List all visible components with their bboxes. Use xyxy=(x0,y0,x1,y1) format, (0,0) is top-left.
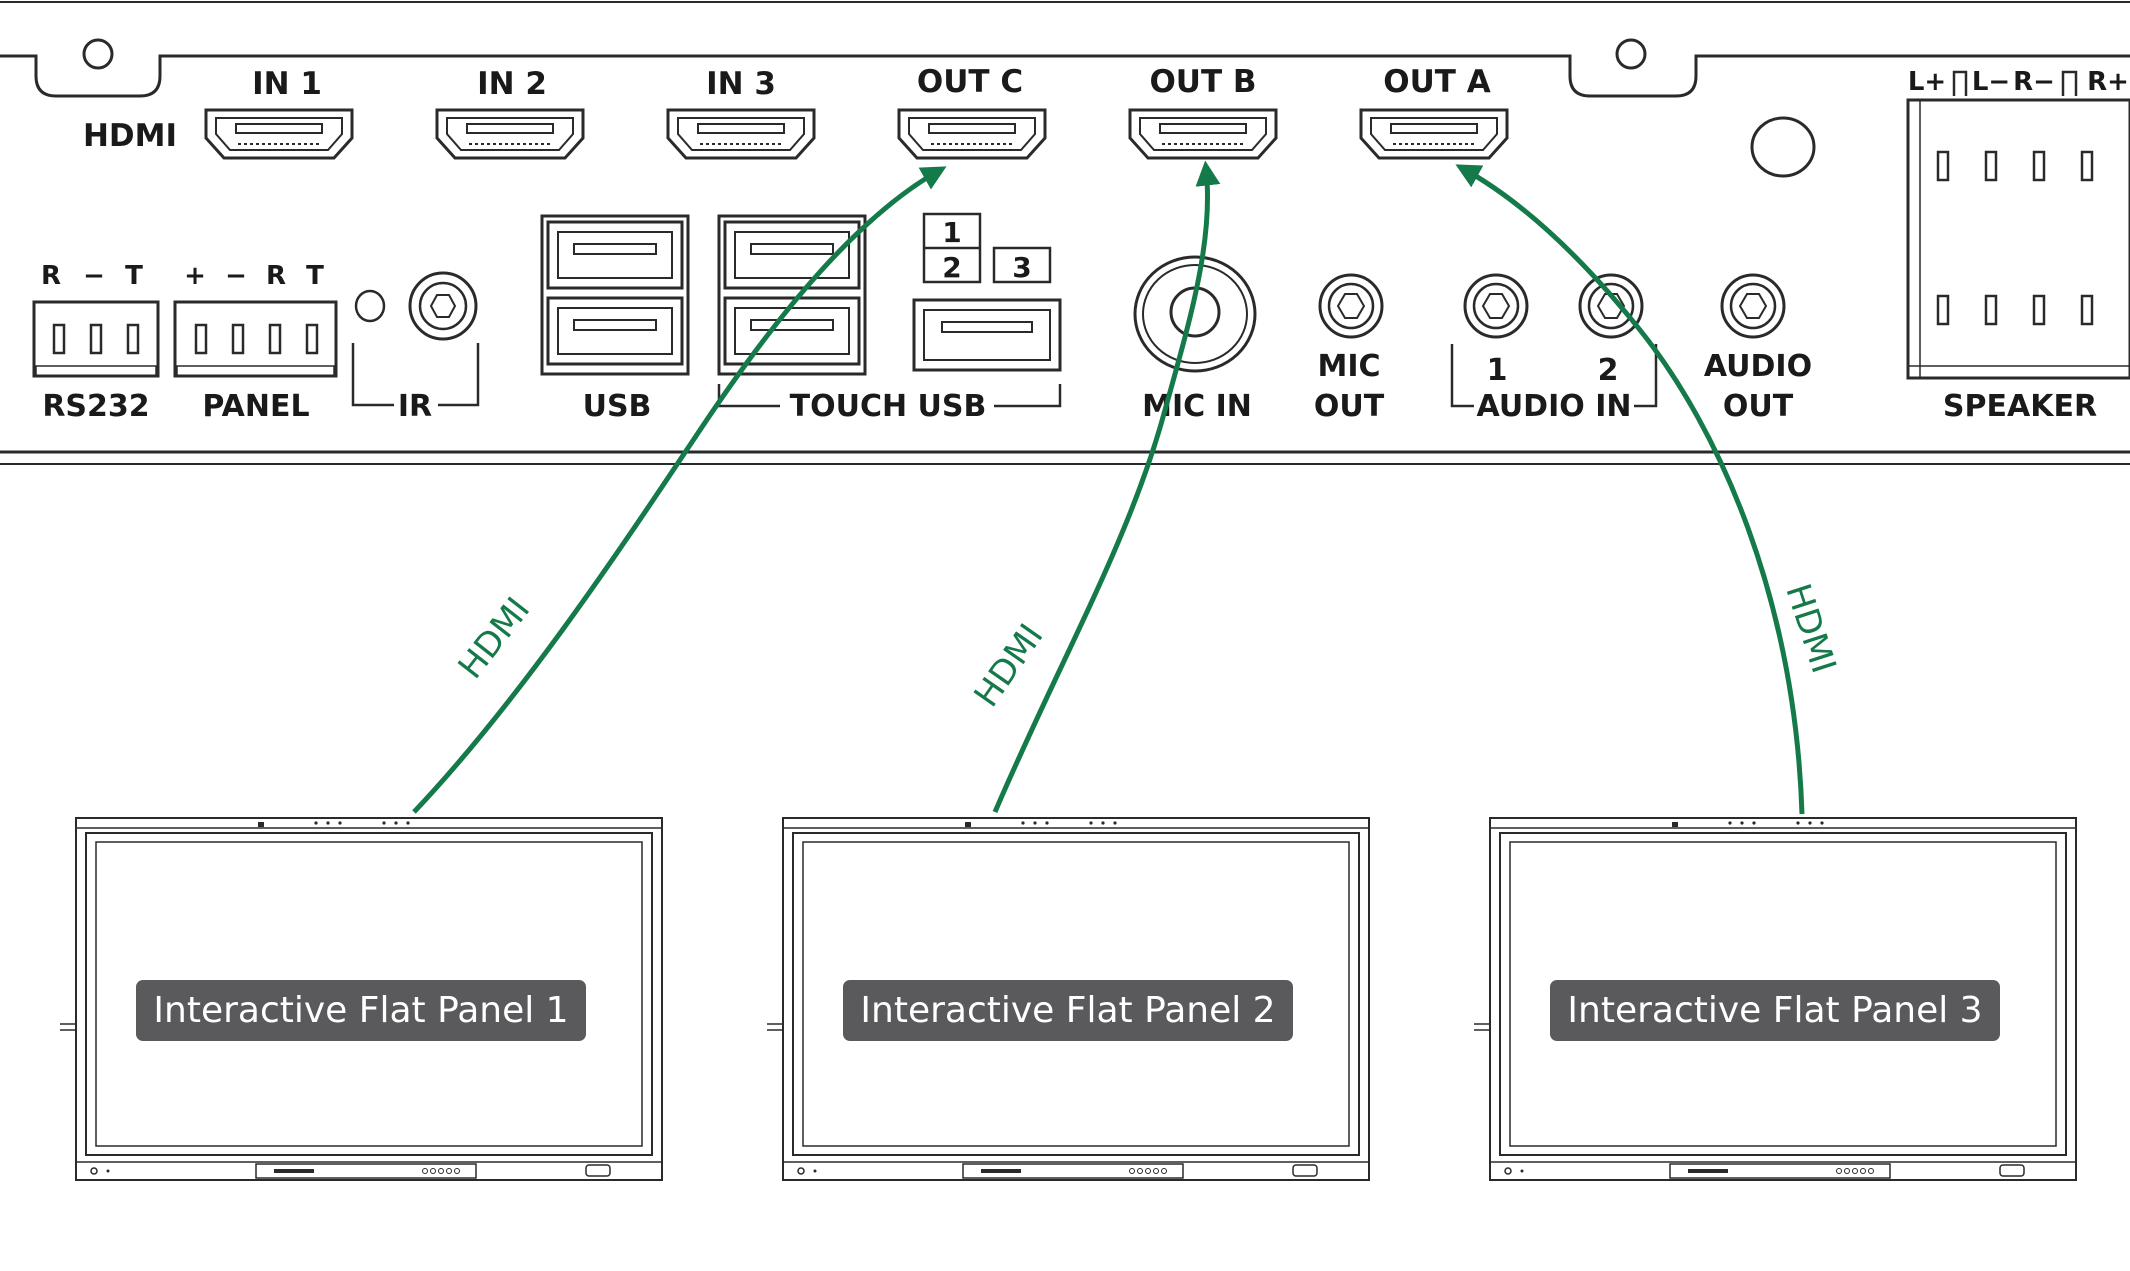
interactive-flat-panel-3: Interactive Flat Panel 3 xyxy=(1473,817,2077,1181)
audio-in-number: 2 xyxy=(1598,353,1619,388)
hdmi-port-label: IN 2 xyxy=(477,66,547,102)
touch-usb-ports[interactable]: 1 2 3 TOUCH USB xyxy=(717,212,1062,424)
hdmi-cable-label: HDMI xyxy=(966,617,1051,715)
mounting-screw-hole xyxy=(82,38,114,70)
rs232-pin-label: R xyxy=(41,261,61,291)
rs232-label: RS232 xyxy=(42,389,149,424)
touch-usb-port-number: 3 xyxy=(1012,251,1031,284)
audio-in-number: 1 xyxy=(1487,353,1508,388)
speaker-pin-label: L+ xyxy=(1908,67,1946,97)
rs232-pin-label: T xyxy=(125,261,143,291)
hdmi-cable-panel-3: HDMI xyxy=(1455,164,1844,815)
hdmi-port-label: OUT B xyxy=(1149,64,1256,100)
panel-name-badge xyxy=(136,980,586,1041)
hdmi-port-label: IN 3 xyxy=(706,66,776,102)
panel-name-label: Interactive Flat Panel 1 xyxy=(153,990,568,1031)
hdmi-port-in-1[interactable] xyxy=(204,108,354,160)
mic-out-label: OUT xyxy=(1314,389,1385,424)
hdmi-port-label: OUT A xyxy=(1383,64,1490,100)
audio-in-jacks[interactable]: 1 2 AUDIO IN xyxy=(1450,273,1658,424)
interactive-flat-panel-1: Interactive Flat Panel 1 xyxy=(59,817,663,1181)
touch-usb-port-number: 2 xyxy=(942,251,961,284)
mic-in-jack[interactable]: MIC IN xyxy=(1133,255,1257,424)
hdmi-port-label: IN 1 xyxy=(252,66,322,102)
mic-in-label: MIC IN xyxy=(1142,389,1252,424)
device-rear-panel xyxy=(0,1,2130,465)
interactive-flat-panel-2: Interactive Flat Panel 2 xyxy=(766,817,1370,1181)
hdmi-port-in-2[interactable] xyxy=(435,108,585,160)
hdmi-port-label: OUT C xyxy=(917,64,1023,100)
mic-out-jack[interactable]: MIC OUT xyxy=(1314,273,1385,424)
panel-name-badge xyxy=(843,980,1293,1041)
usb-ports[interactable]: USB xyxy=(540,214,690,424)
hdmi-port-out-a[interactable] xyxy=(1359,108,1509,160)
panel-pin-label: T xyxy=(306,261,324,291)
touch-usb-label: TOUCH USB xyxy=(790,389,987,424)
usb-label: USB xyxy=(583,389,652,424)
ir-receiver: IR xyxy=(351,271,480,424)
panel-label: PANEL xyxy=(202,389,309,424)
power-button[interactable] xyxy=(1750,116,1816,178)
audio-out-jack[interactable]: AUDIO OUT xyxy=(1704,273,1812,424)
panel-name-badge xyxy=(1550,980,2000,1041)
rs232-terminal[interactable]: R − T RS232 xyxy=(32,261,160,424)
speaker-pin-label: R− xyxy=(2013,67,2055,97)
panel-pin-label: R xyxy=(266,261,286,291)
speaker-label: SPEAKER xyxy=(1943,389,2097,424)
hdmi-port-out-c[interactable] xyxy=(897,108,1047,160)
hdmi-port-out-b[interactable] xyxy=(1128,108,1278,160)
audio-out-label: AUDIO xyxy=(1704,349,1812,384)
touch-usb-port-number: 1 xyxy=(942,216,961,249)
speaker-pin-label: R+ xyxy=(2087,67,2129,97)
ir-label: IR xyxy=(398,389,432,424)
audio-out-label: OUT xyxy=(1723,389,1794,424)
audio-in-label: AUDIO IN xyxy=(1477,389,1632,424)
mic-out-label: MIC xyxy=(1317,349,1380,384)
rs232-pin-label: − xyxy=(83,261,105,291)
hdmi-group-label: HDMI xyxy=(83,118,177,154)
speaker-terminal[interactable]: L+ L− R− R+ SPEAKER xyxy=(1906,67,2130,424)
panel-terminal[interactable]: + − R T PANEL xyxy=(173,261,338,424)
panel-pin-label: + xyxy=(184,261,206,291)
speaker-pin-label: L− xyxy=(1972,67,2010,97)
hdmi-port-in-3[interactable] xyxy=(666,108,816,160)
panel-name-label: Interactive Flat Panel 3 xyxy=(1567,990,1982,1031)
panel-pin-label: − xyxy=(225,261,247,291)
hdmi-cable-label: HDMI xyxy=(451,590,539,686)
mounting-screw-hole xyxy=(1615,38,1647,70)
panel-name-label: Interactive Flat Panel 2 xyxy=(860,990,1275,1031)
